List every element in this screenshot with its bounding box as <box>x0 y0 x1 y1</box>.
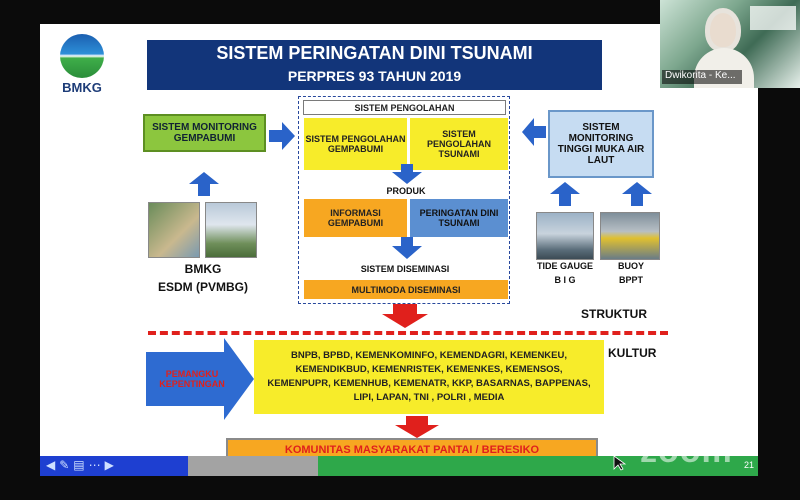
culture-label: KULTUR <box>608 346 657 360</box>
esdm-label: ESDM (PVMBG) <box>158 280 248 294</box>
arrow-right-icon <box>269 122 295 150</box>
slide-title: SISTEM PERINGATAN DINI TSUNAMI <box>216 43 533 63</box>
big-label: B I G <box>554 275 576 285</box>
product-label: PRODUK <box>386 186 426 196</box>
arrow-up-icon <box>550 182 580 206</box>
buoy-photo <box>600 212 660 260</box>
seismic-monitoring-box: SISTEM MONITORING GEMPABUMI <box>143 114 266 152</box>
footer-bar-green <box>318 456 758 476</box>
processing-frame <box>298 96 510 304</box>
multimode-dissemination-box: MULTIMODA DISEMINASI <box>304 280 508 299</box>
arrow-up-icon <box>189 172 219 196</box>
slides-icon[interactable]: ▤ <box>73 458 85 472</box>
bppt-label: BPPT <box>618 275 643 285</box>
participant-name: Dwikorita - Ke... <box>662 70 742 84</box>
seismic-processing-box: SISTEM PENGOLAHAN GEMPABUMI <box>304 118 407 170</box>
stakeholders-box: BNPB, BPBD, KEMENKOMINFO, KEMENDAGRI, KE… <box>254 340 604 414</box>
bmkg-logo-text: BMKG <box>62 80 102 95</box>
bmkg-logo: BMKG <box>52 34 112 104</box>
event-logo-overlay <box>750 6 796 30</box>
arrow-down-red-icon <box>382 304 428 328</box>
satellite-dish-photo <box>205 202 257 258</box>
red-dashed-divider <box>148 331 668 335</box>
zoom-watermark: zoom <box>640 432 733 470</box>
title-banner: SISTEM PERINGATAN DINI TSUNAMI PERPRES 9… <box>147 40 602 90</box>
slide-toolbar: ◀ ✎ ▤ ⋯ ▶ <box>46 458 116 474</box>
cursor-icon <box>613 455 627 471</box>
footer-bar-blue <box>40 456 188 476</box>
slide-subtitle: PERPRES 93 TAHUN 2019 <box>287 68 462 84</box>
presentation-slide: BMKG SISTEM PERINGATAN DINI TSUNAMI PERP… <box>40 24 758 476</box>
tide-gauge-label: TIDE GAUGE <box>536 261 593 271</box>
earthquake-info-box: INFORMASI GEMPABUMI <box>304 199 407 237</box>
participant-video-tile[interactable]: Dwikorita - Ke... <box>660 0 800 88</box>
sea-level-monitoring-box: SISTEM MONITORING TINGGI MUKA AIR LAUT <box>548 110 654 178</box>
dissemination-label: SISTEM DISEMINASI <box>360 264 450 274</box>
participant-face <box>705 8 741 52</box>
stakeholder-arrow-label: PEMANGKU KEPENTINGAN <box>159 369 225 389</box>
arrow-left-icon <box>522 118 546 146</box>
processing-header: SISTEM PENGOLAHAN <box>303 100 506 115</box>
tsunami-processing-box: SISTEM PENGOLAHAN TSUNAMI <box>410 118 508 170</box>
next-slide-icon[interactable]: ▶ <box>104 458 114 472</box>
structure-label: STRUKTUR <box>581 307 647 321</box>
slide-page-number: 21 <box>743 460 754 470</box>
bmkg-logo-emblem <box>60 34 104 78</box>
arrow-down-icon <box>392 237 422 259</box>
previous-slide-icon[interactable]: ◀ <box>46 458 56 472</box>
buoy-label: BUOY <box>617 261 644 271</box>
tsunami-warning-box: PERINGATAN DINI TSUNAMI <box>410 199 508 237</box>
arrow-down-icon <box>392 164 422 184</box>
bmkg-label: BMKG <box>184 262 222 276</box>
pen-icon[interactable]: ✎ <box>59 458 70 472</box>
tide-gauge-photo <box>536 212 594 260</box>
more-icon[interactable]: ⋯ <box>88 458 101 472</box>
footer-bar-gray <box>188 456 318 476</box>
arrow-up-icon <box>622 182 652 206</box>
stakeholder-arrow-icon <box>146 338 254 420</box>
seismometer-photo <box>148 202 200 258</box>
arrow-down-red-icon <box>395 416 439 438</box>
